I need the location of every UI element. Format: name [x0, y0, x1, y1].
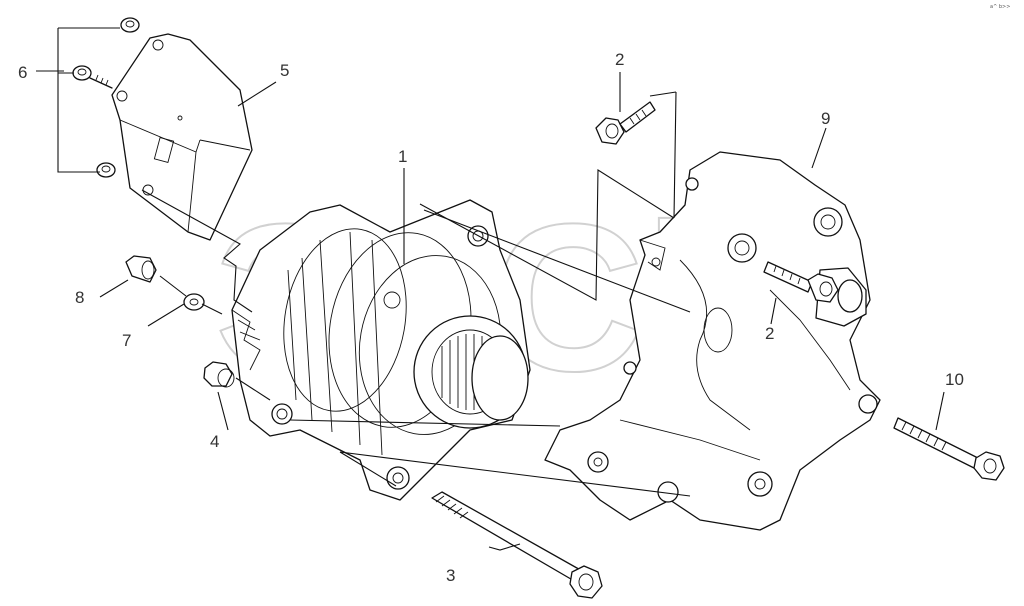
callout-10: 10 [945, 370, 964, 389]
callout-9: 9 [821, 109, 830, 128]
part-3-through-bolt [431, 491, 603, 599]
callout-4: 4 [210, 432, 219, 451]
part-8-bushing [125, 255, 157, 283]
assembly-lines [57, 27, 691, 497]
callout-3: 3 [446, 566, 455, 585]
callout-5: 5 [280, 61, 289, 80]
callout-6: 6 [18, 63, 27, 82]
part-10-bolt [893, 417, 1005, 481]
part-4-nut [203, 361, 235, 388]
callout-2-top: 2 [615, 50, 624, 69]
nut-top [120, 17, 140, 33]
callout-8: 8 [75, 288, 84, 307]
callout-2-lower: 2 [765, 324, 774, 343]
nut-middle [72, 65, 113, 89]
part-2-bolt-top [595, 101, 656, 145]
callout-1: 1 [398, 147, 407, 166]
part-2-bolt-lower [763, 261, 839, 303]
part-7-washer [183, 293, 205, 311]
callout-leaders [36, 70, 945, 551]
part-5-cover-plate [111, 33, 253, 241]
callout-labels: 1 2 2 3 4 5 6 7 8 9 10 [18, 50, 964, 585]
part-1-alternator [231, 199, 531, 501]
callout-7: 7 [122, 331, 131, 350]
part-9-bracket [544, 151, 881, 531]
nut-bottom [96, 162, 116, 178]
corner-mark: a^ b>> [990, 4, 1010, 10]
